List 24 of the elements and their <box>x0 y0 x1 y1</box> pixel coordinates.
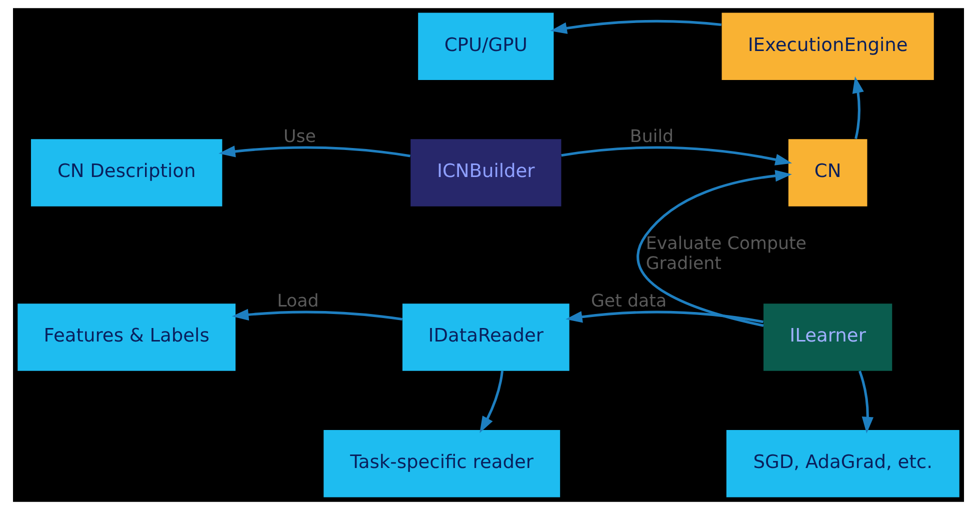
node-box: SGD, AdaGrad, etc. <box>726 430 959 498</box>
node-box: CN <box>788 139 867 206</box>
arrow <box>479 370 503 434</box>
arrow <box>852 76 864 140</box>
edge-label: Load <box>276 291 318 312</box>
edge-label: Use <box>283 126 316 147</box>
arrow <box>231 308 402 321</box>
arrow <box>218 146 410 158</box>
arrow <box>858 370 874 434</box>
node-box: Task-specific reader <box>323 430 560 498</box>
node-box: ICNBuilder <box>410 139 561 206</box>
node-box: ILearner <box>762 304 892 371</box>
edge-label: Build <box>629 126 674 147</box>
node-box: IDataReader <box>402 304 569 371</box>
arrow <box>550 20 722 34</box>
arrow <box>560 146 792 166</box>
edge-label: Get data <box>590 291 666 312</box>
node-box: IExecutionEngine <box>721 12 934 80</box>
arrow <box>636 170 792 327</box>
arrow <box>565 310 763 324</box>
edge-label: Evaluate Compute Gradient <box>645 234 806 274</box>
node-box: CN Description <box>30 139 222 206</box>
node-box: CPU/GPU <box>418 12 554 80</box>
node-box: Features & Labels <box>17 304 236 371</box>
